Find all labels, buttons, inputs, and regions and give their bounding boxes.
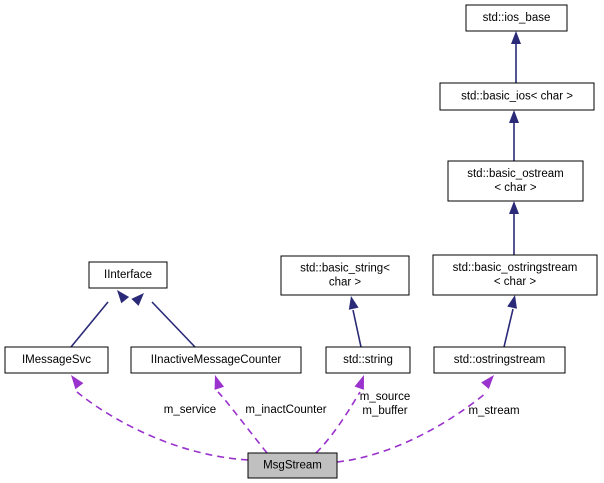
edge-basic-ios-to-ios-base [511, 31, 521, 83]
edge-msgstream-m-stream-label-0: m_stream [468, 405, 519, 417]
class-node-box-std-basic-string-char[interactable] [280, 255, 410, 296]
edge-basic-ostringstream-to-basic-ostream [509, 201, 519, 255]
edge-basic-ios-to-ios-base-arrowhead [511, 31, 521, 44]
edge-msgstream-m-source-m-buffer [315, 375, 364, 454]
class-node-label-std-basic-ostream-char-0: std::basic_ostream [467, 168, 564, 180]
edge-msgstream-m-inact-counter-line [217, 391, 268, 454]
edge-iinactivemessagecounter-to-iinterface-line [151, 301, 196, 348]
edge-imessagesvc-to-iinterface-arrowhead [117, 290, 130, 304]
edge-msgstream-m-source-m-buffer-label-1: m_buffer [362, 405, 407, 417]
edge-iinactivemessagecounter-to-iinterface-arrowhead [131, 293, 144, 306]
class-node-box-std-basic-ios-char[interactable] [439, 82, 595, 111]
class-node-label-std-basic-string-char-1: char > [329, 277, 362, 289]
edge-string-to-basic-string-arrowhead [348, 296, 359, 310]
edge-label-layer: m_service m_inactCounter m_source m_buffer m… [164, 391, 520, 417]
class-node-label-iinactivemessagecounter-0: IInactiveMessageCounter [151, 354, 282, 366]
class-node-box-iinterface[interactable] [88, 261, 168, 289]
edge-string-to-basic-string [348, 296, 362, 348]
edge-msgstream-m-source-m-buffer-line [315, 391, 361, 454]
edge-msgstream-m-service-arrowhead [71, 375, 84, 390]
edge-imessagesvc-to-iinterface [70, 290, 130, 348]
edge-ostringstream-to-basic-ostringstream-arrowhead [507, 295, 517, 309]
edge-basic-ostream-to-basic-ios [509, 110, 519, 161]
class-node-std-ostringstream[interactable]: std::ostringstream [433, 346, 566, 374]
class-node-label-std-basic-string-char-0: std::basic_string< [300, 263, 390, 275]
edge-msgstream-m-source-m-buffer-arrowhead [354, 375, 364, 390]
class-node-std-basic-ostringstream-char[interactable]: std::basic_ostringstream< char > [432, 254, 598, 296]
class-node-std-ios-base[interactable]: std::ios_base [465, 4, 568, 32]
class-node-box-std-basic-ostringstream-char[interactable] [432, 254, 598, 296]
class-node-box-std-ostringstream[interactable] [433, 346, 566, 374]
class-node-box-std-ios-base[interactable] [465, 4, 568, 32]
class-node-box-std-basic-ostream-char[interactable] [447, 160, 584, 202]
class-node-msgstream[interactable]: MsgStream [247, 452, 338, 479]
class-node-label-std-ostringstream-0: std::ostringstream [454, 354, 545, 366]
edge-msgstream-m-stream [336, 375, 494, 463]
class-node-std-basic-string-char[interactable]: std::basic_string<char > [280, 255, 410, 296]
edge-imessagesvc-to-iinterface-line [70, 301, 109, 348]
edge-ostringstream-to-basic-ostringstream [503, 295, 517, 348]
class-node-label-std-basic-ostream-char-1: < char > [494, 182, 536, 194]
class-node-box-std-string[interactable] [325, 346, 411, 374]
edge-string-to-basic-string-line [352, 309, 362, 348]
edge-iinactivemessagecounter-to-iinterface [131, 293, 196, 348]
edge-basic-ostream-to-basic-ios-arrowhead [509, 110, 519, 123]
edge-basic-ostringstream-to-basic-ostream-arrowhead [509, 201, 519, 214]
edge-msgstream-m-inact-counter [214, 375, 268, 454]
edge-msgstream-m-service-line [76, 391, 249, 461]
class-node-box-iinactivemessagecounter[interactable] [130, 346, 302, 374]
class-node-box-msgstream[interactable] [247, 452, 338, 479]
class-node-label-std-ios-base-0: std::ios_base [483, 12, 551, 24]
class-node-std-basic-ios-char[interactable]: std::basic_ios< char > [439, 82, 595, 111]
class-node-label-imessagesvc-0: IMessageSvc [22, 354, 91, 366]
class-node-imessagesvc[interactable]: IMessageSvc [4, 346, 109, 374]
class-node-std-basic-ostream-char[interactable]: std::basic_ostream< char > [447, 160, 584, 202]
class-node-std-string[interactable]: std::string [325, 346, 411, 374]
edge-msgstream-m-inact-counter-arrowhead [214, 375, 225, 390]
class-node-label-std-basic-ostringstream-char-0: std::basic_ostringstream [453, 262, 578, 274]
edge-msgstream-m-service [71, 375, 249, 461]
class-node-label-std-basic-ios-char-0: std::basic_ios< char > [461, 91, 573, 103]
inheritance-edge-layer [70, 31, 521, 348]
edge-ostringstream-to-basic-ostringstream-line [503, 308, 514, 348]
class-node-iinterface[interactable]: IInterface [88, 261, 168, 289]
class-node-box-imessagesvc[interactable] [4, 346, 109, 374]
edge-msgstream-m-service-label-0: m_service [164, 404, 216, 416]
class-node-label-std-basic-ostringstream-char-1: < char > [494, 276, 536, 288]
association-edge-layer [71, 375, 494, 463]
class-node-iinactivemessagecounter[interactable]: IInactiveMessageCounter [130, 346, 302, 374]
class-node-label-msgstream-0: MsgStream [263, 460, 322, 472]
class-node-label-iinterface-0: IInterface [104, 269, 152, 281]
edge-msgstream-m-stream-arrowhead [481, 375, 494, 389]
edge-msgstream-m-source-m-buffer-label-0: m_source [360, 391, 411, 403]
edge-msgstream-m-inact-counter-label-0: m_inactCounter [245, 404, 326, 416]
class-node-label-std-string-0: std::string [343, 354, 393, 366]
